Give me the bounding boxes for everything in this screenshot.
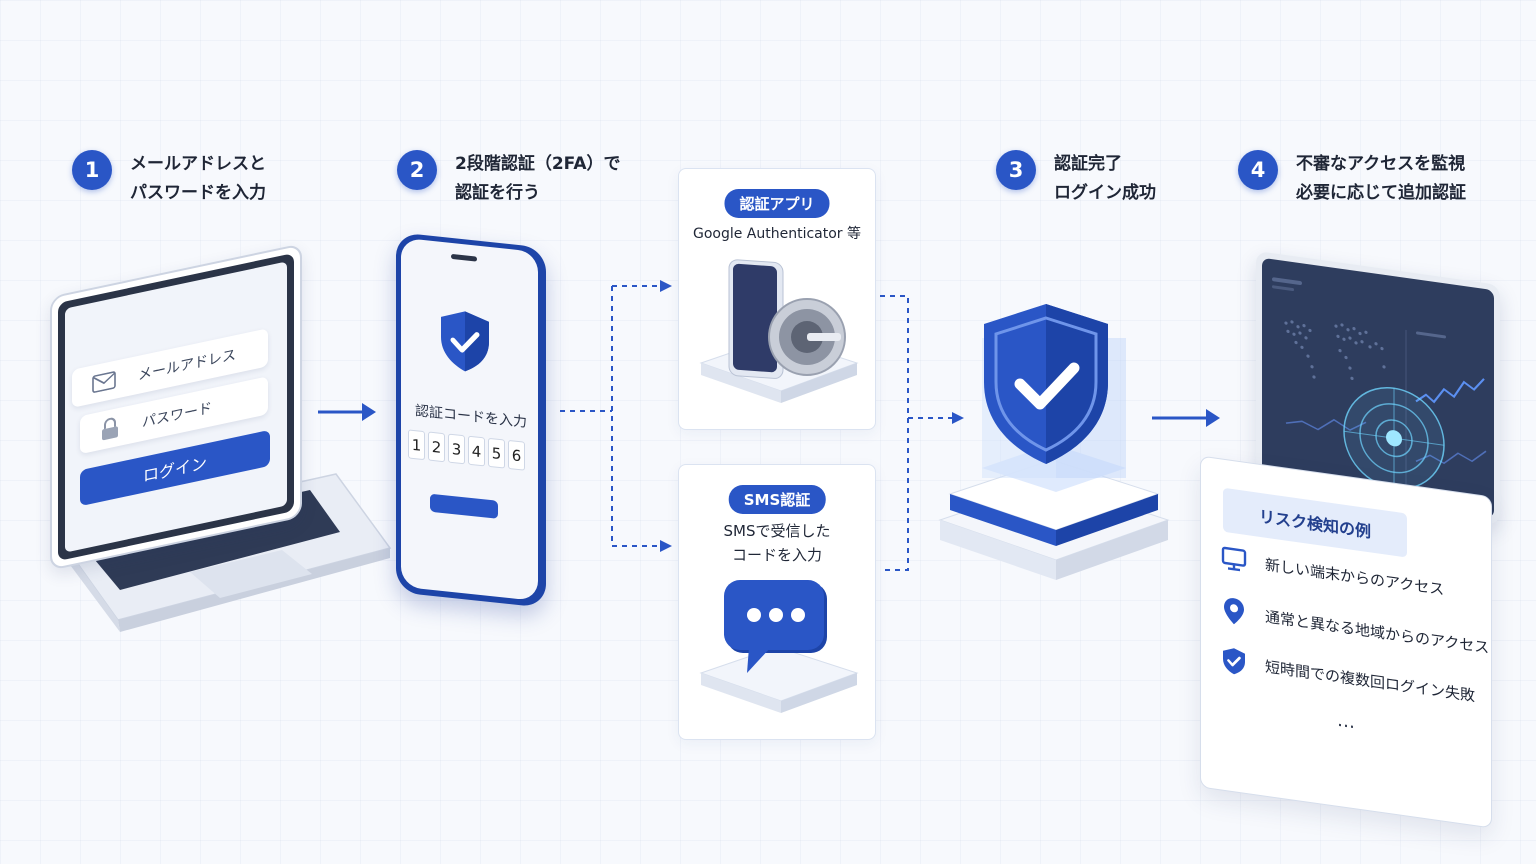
risk-item-label: 短時間での複数回ログイン失敗 xyxy=(1265,655,1475,706)
code-digit[interactable]: 1 xyxy=(408,429,425,460)
step-1-line1: メールアドレスと xyxy=(130,150,266,179)
auth-app-subtitle: Google Authenticator 等 xyxy=(679,222,875,246)
authenticator-app-icon xyxy=(697,251,859,421)
step-4-line2: 必要に応じて追加認証 xyxy=(1296,179,1466,208)
step-3-line1: 認証完了 xyxy=(1054,150,1156,179)
email-placeholder: メールアドレス xyxy=(138,344,236,385)
step-4-badge: 4 xyxy=(1238,150,1278,190)
step-4-line1: 不審なアクセスを監視 xyxy=(1296,150,1466,179)
step-2-badge: 2 xyxy=(397,150,437,190)
code-digit[interactable]: 5 xyxy=(488,438,505,469)
phone-shield-icon xyxy=(438,307,492,377)
risk-item-label: 通常と異なる地域からのアクセス xyxy=(1265,605,1489,658)
mail-icon xyxy=(92,371,116,394)
lock-icon xyxy=(100,416,120,442)
step-1-header: 1 メールアドレスと パスワードを入力 xyxy=(72,150,266,208)
risk-item-label: 新しい端末からのアクセス xyxy=(1265,553,1444,599)
arrow-step3-to-step4 xyxy=(1152,406,1224,430)
sms-title: SMS認証 xyxy=(729,485,826,514)
sms-subtitle-line2: コードを入力 xyxy=(679,543,875,567)
chat-bubble-icon xyxy=(697,577,859,727)
code-digit[interactable]: 2 xyxy=(428,431,445,462)
step-3-line2: ログイン成功 xyxy=(1054,179,1156,208)
step-3-text: 認証完了 ログイン成功 xyxy=(1054,150,1156,208)
code-digit[interactable]: 3 xyxy=(448,434,465,465)
sms-subtitle: SMSで受信した コードを入力 xyxy=(679,519,875,567)
step-1-line2: パスワードを入力 xyxy=(130,179,266,208)
branch-connector-left xyxy=(560,276,680,556)
step-1-badge: 1 xyxy=(72,150,112,190)
step-2-line1: 2段階認証（2FA）で xyxy=(455,150,620,179)
phone-illustration: 認証コードを入力 1 2 3 4 5 6 xyxy=(396,232,546,608)
success-shield-illustration xyxy=(936,298,1176,588)
step-3-badge: 3 xyxy=(996,150,1036,190)
step-2-header: 2 2段階認証（2FA）で 認証を行う xyxy=(397,150,620,208)
sms-subtitle-line1: SMSで受信した xyxy=(679,519,875,543)
password-placeholder: パスワード xyxy=(142,397,212,432)
step-4-header: 4 不審なアクセスを監視 必要に応じて追加認証 xyxy=(1238,150,1466,208)
arrow-step1-to-step2 xyxy=(318,400,380,424)
risk-item: 新しい端末からのアクセス xyxy=(1221,545,1444,600)
step-2-text: 2段階認証（2FA）で 認証を行う xyxy=(455,150,620,208)
shield-check-icon xyxy=(1222,646,1246,677)
sms-card: SMS認証 SMSで受信した コードを入力 xyxy=(678,464,876,740)
step-2-line2: 認証を行う xyxy=(455,179,620,208)
step-1-text: メールアドレスと パスワードを入力 xyxy=(130,150,266,208)
step-4-text: 不審なアクセスを監視 必要に応じて追加認証 xyxy=(1296,150,1466,208)
auth-app-title: 認証アプリ xyxy=(724,189,829,218)
step-3-header: 3 認証完了 ログイン成功 xyxy=(996,150,1156,208)
auth-app-card: 認証アプリ Google Authenticator 等 xyxy=(678,168,876,430)
risk-panel: リスク検知の例 新しい端末からのアクセス 通常と異なる地域からのアクセス xyxy=(1200,455,1492,828)
risk-panel-title: リスク検知の例 xyxy=(1223,488,1407,558)
monitor-icon xyxy=(1221,545,1247,573)
code-digit[interactable]: 6 xyxy=(508,440,525,471)
location-pin-icon xyxy=(1223,596,1245,627)
code-digit[interactable]: 4 xyxy=(468,436,485,467)
